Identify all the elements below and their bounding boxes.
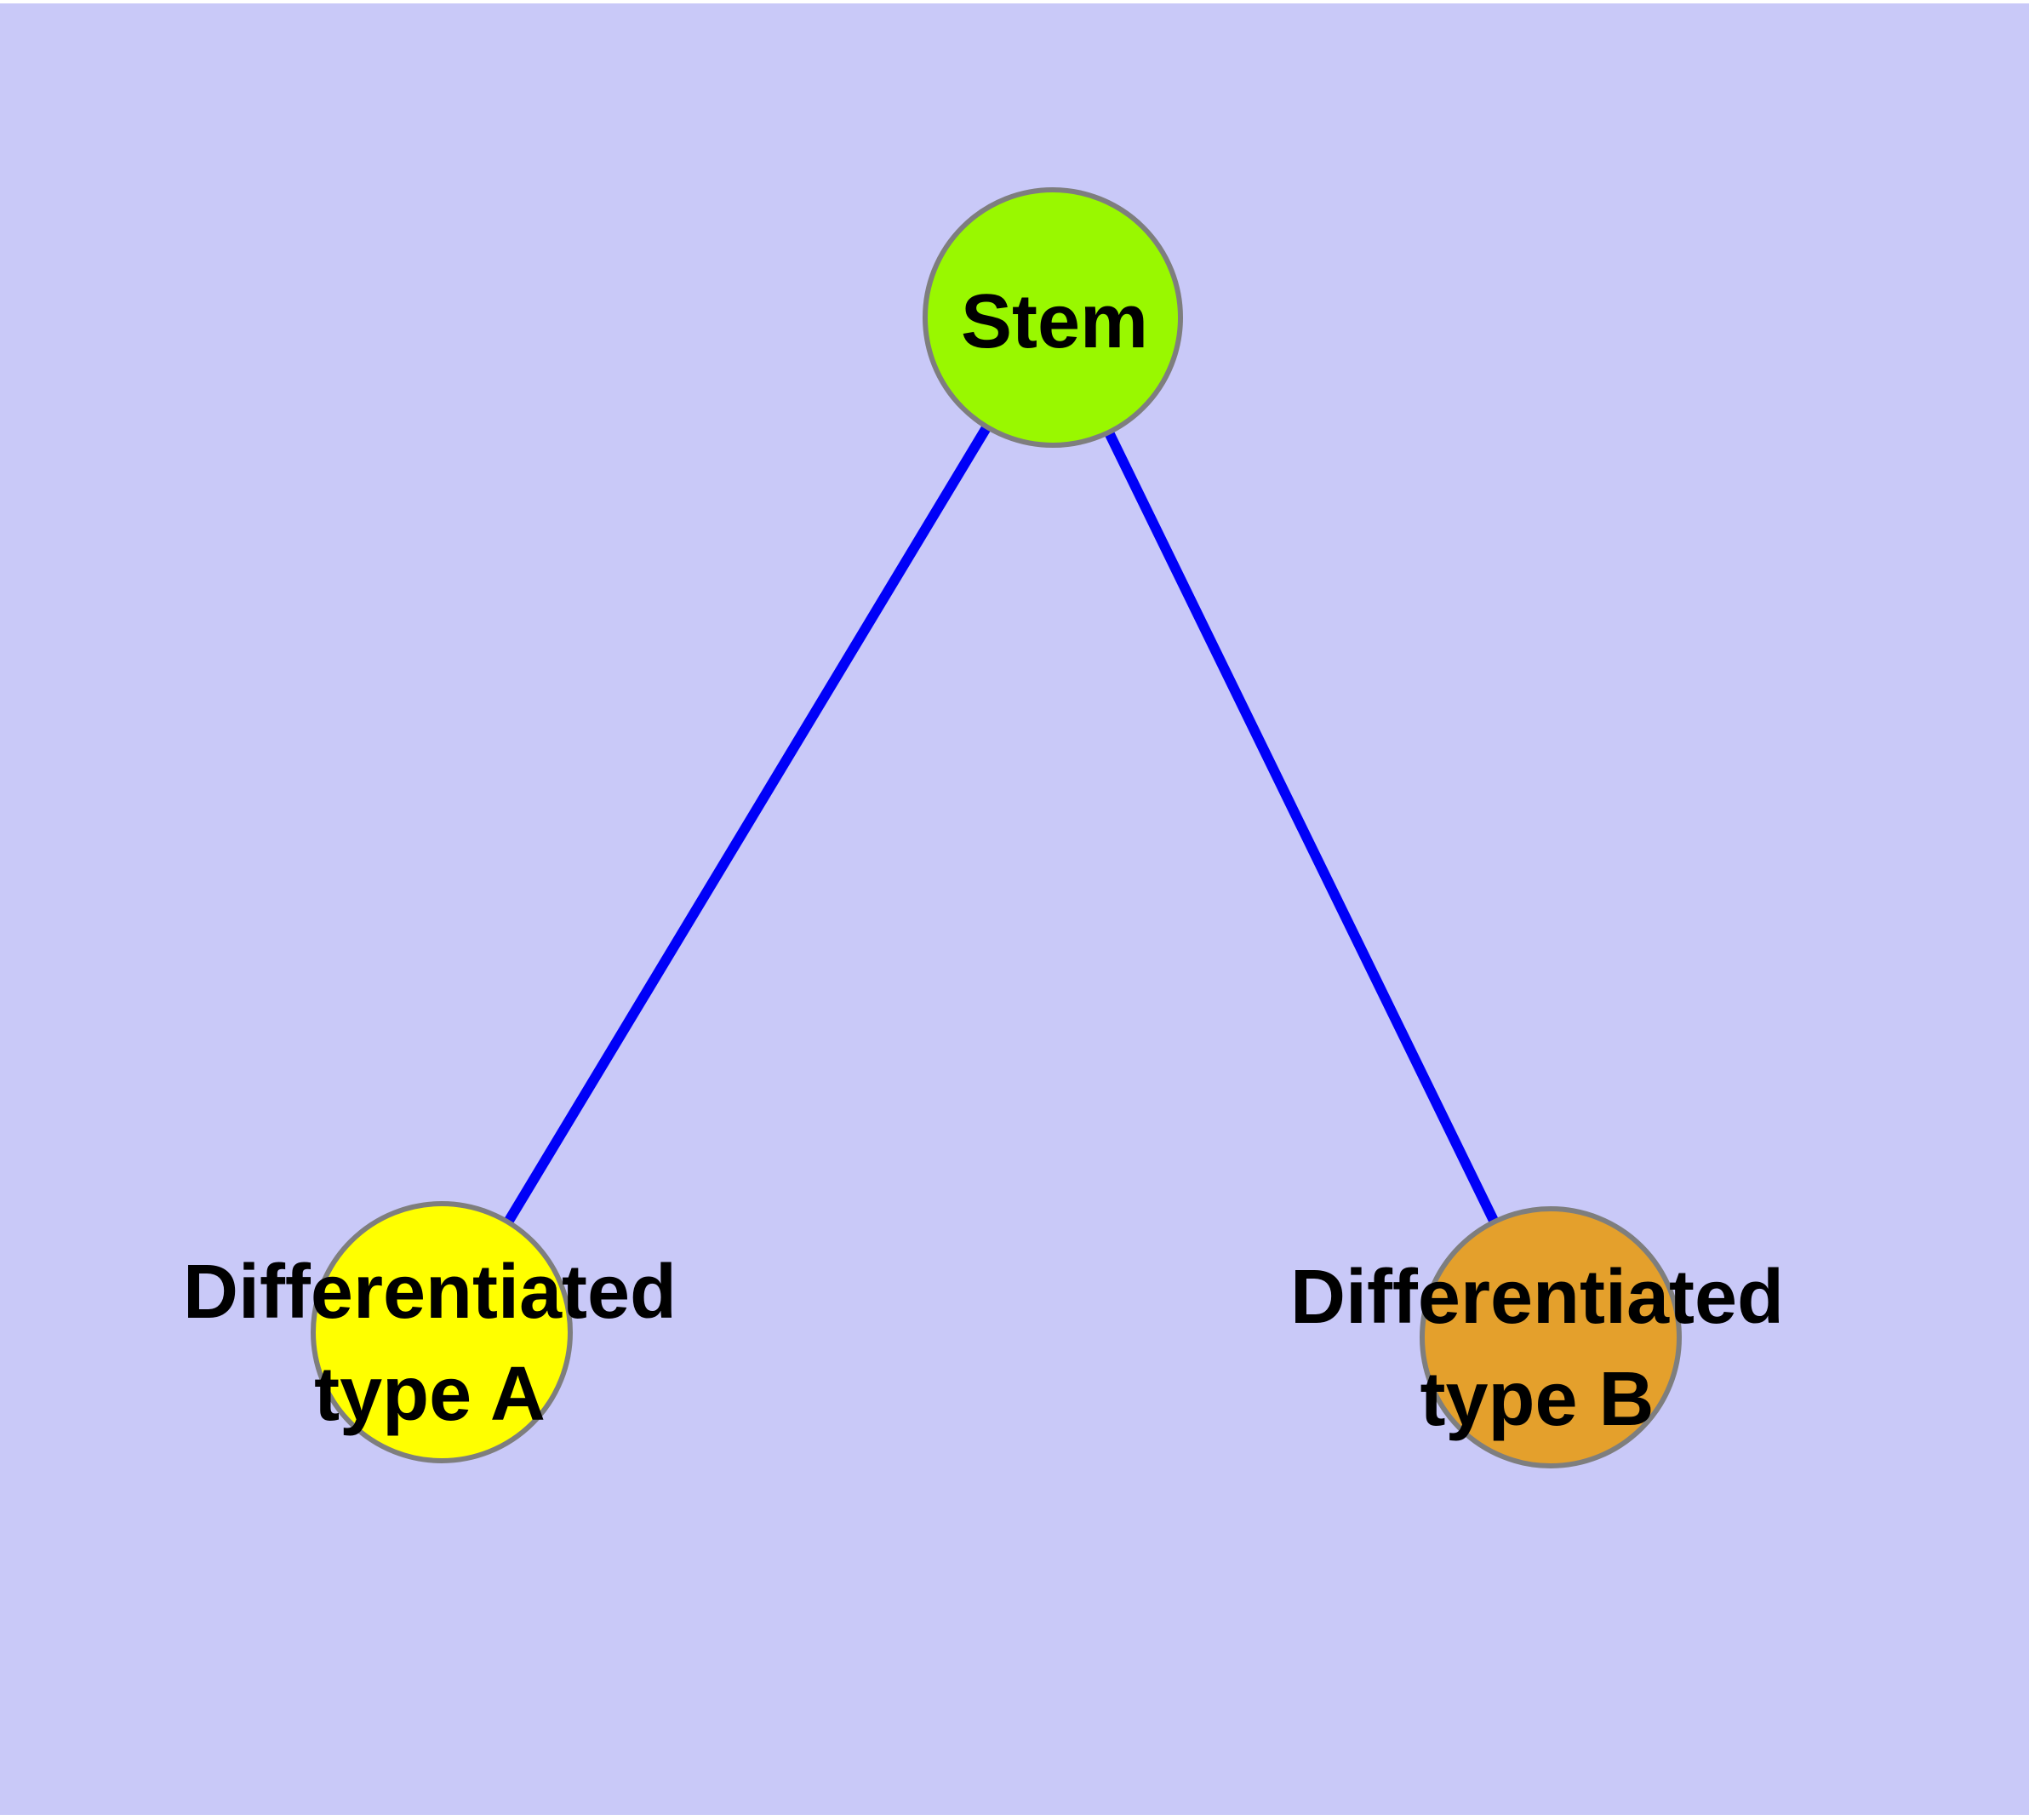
type-a-node-circle	[311, 1201, 573, 1463]
node-differentiated-type-b: Differentiated type B	[1290, 1206, 1784, 1468]
stem-node-label: Stem	[961, 279, 1148, 364]
type-b-node-circle	[1420, 1206, 1682, 1468]
type-a-node-label-line2: type A	[314, 1352, 546, 1437]
edge-stem-to-type-b	[1048, 315, 1556, 1340]
type-b-node-label-line2: type B	[1420, 1357, 1654, 1442]
type-b-node-label-line1: Differentiated	[1290, 1255, 1784, 1340]
stem-node-circle	[923, 187, 1183, 448]
node-stem: Stem	[923, 187, 1183, 448]
edge-stem-to-type-a	[437, 314, 1058, 1336]
type-a-node-label-line1: Differentiated	[183, 1250, 677, 1335]
node-differentiated-type-a: Differentiated type A	[183, 1201, 677, 1463]
